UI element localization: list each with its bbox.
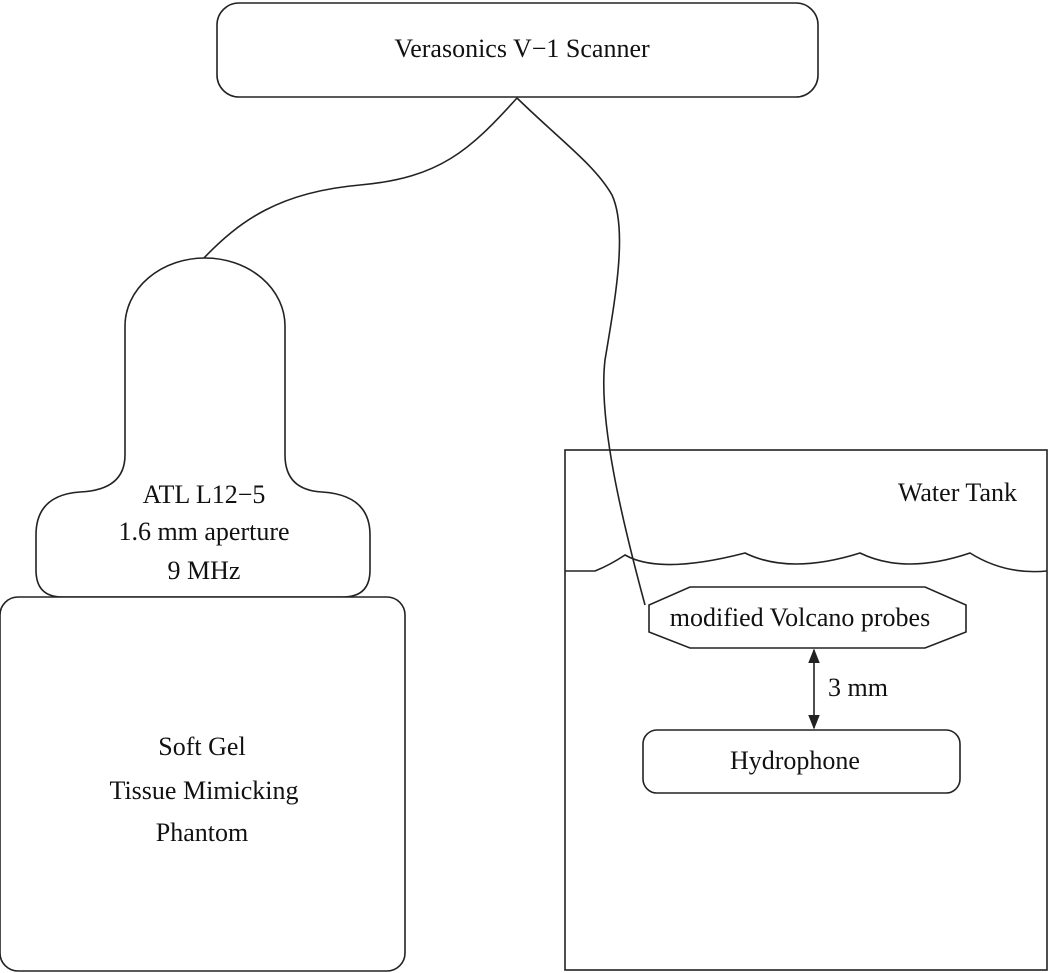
scanner-label: Verasonics V−1 Scanner — [394, 34, 650, 63]
transducer-probe: ATL L12−5 1.6 mm aperture 9 MHz — [35, 257, 371, 598]
water-tank: Water Tank — [564, 449, 1048, 971]
volcano-probe-label: modified Volcano probes — [670, 603, 930, 632]
water-tank-label: Water Tank — [898, 478, 1017, 507]
hydrophone-label: Hydrophone — [730, 746, 860, 775]
transducer-label-1: ATL L12−5 — [143, 480, 266, 509]
cable-to-volcano-probe — [516, 97, 646, 606]
water-surface — [565, 552, 1048, 573]
distance-label: 3 mm — [828, 673, 888, 702]
transducer-label-3: 9 MHz — [168, 556, 241, 585]
volcano-probe: modified Volcano probes — [648, 586, 967, 649]
transducer-label-2: 1.6 mm aperture — [118, 517, 289, 546]
phantom-label-3: Phantom — [156, 818, 248, 847]
tissue-phantom: Soft Gel Tissue Mimicking Phantom — [0, 596, 406, 972]
scanner-box: Verasonics V−1 Scanner — [216, 2, 819, 98]
phantom-label-1: Soft Gel — [158, 732, 245, 761]
cable-to-transducer — [201, 97, 518, 261]
phantom-label-2: Tissue Mimicking — [109, 776, 298, 805]
hydrophone: Hydrophone — [642, 729, 961, 794]
